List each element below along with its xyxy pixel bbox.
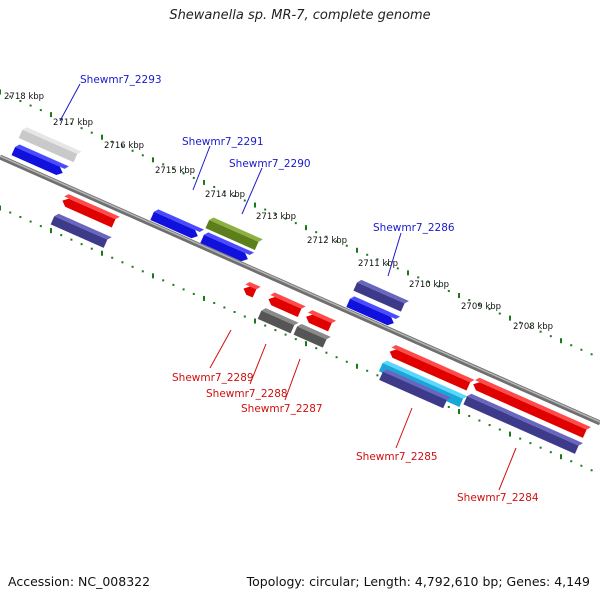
gene-top-face [15, 144, 69, 169]
gene-body [205, 219, 259, 251]
genome-summary-text: Topology: circular; Length: 4,792,610 bp… [246, 574, 590, 589]
gene-body [306, 314, 332, 332]
gene-feature-grey [293, 323, 331, 348]
genome-axis [0, 154, 600, 426]
gene-top-face [382, 360, 468, 399]
gene-top-face [307, 310, 337, 324]
gene-top-face [349, 296, 401, 320]
leader-line [395, 407, 413, 449]
gene-top-face [54, 213, 112, 240]
gene-top-face [382, 369, 452, 401]
gene-feature-red [473, 377, 591, 438]
leader-line [498, 447, 517, 491]
gene-feature-navy [353, 279, 409, 312]
gene-top-face [270, 292, 306, 309]
label-leader-lines [59, 83, 517, 491]
gene-feature-red [306, 310, 337, 332]
gene-label-shewmr7-2287: Shewmr7_2287 [241, 403, 323, 415]
gene-top-face [261, 308, 299, 326]
gene-body [346, 298, 394, 326]
gene-feature-blue [200, 232, 255, 262]
gene-body [200, 234, 248, 262]
kbp-label: 2715 kbp [155, 166, 195, 176]
kbp-label: 2716 kbp [104, 141, 144, 151]
gene-feature-red [389, 345, 475, 391]
kbp-label: 2711 kbp [358, 259, 398, 269]
kbp-label: 2714 kbp [205, 190, 245, 200]
gene-body [353, 282, 405, 312]
gene-body [473, 382, 587, 438]
gene-feature-blue [11, 144, 69, 176]
gene-feature-red [62, 194, 120, 228]
tick-marks [0, 89, 593, 472]
gene-feature-grey [257, 308, 299, 334]
gene-body [18, 129, 78, 163]
leader-line [59, 83, 81, 122]
gene-top-face [203, 232, 255, 256]
gene-feature-red [243, 282, 261, 298]
gene-label-shewmr7-2290: Shewmr7_2290 [229, 158, 311, 170]
kbp-label: 2709 kbp [461, 302, 501, 312]
gene-features [11, 127, 591, 454]
leader-line [249, 343, 267, 385]
gene-body [243, 286, 257, 298]
gene-body [379, 371, 447, 409]
gene-feature-navy [463, 393, 583, 454]
gene-top-face [297, 323, 331, 340]
gene-label-shewmr7-2284: Shewmr7_2284 [457, 492, 539, 504]
gene-feature-navy [50, 213, 112, 248]
gene-body [150, 211, 198, 239]
gene-top-face [22, 127, 82, 155]
gene-top-face [475, 377, 591, 430]
gene-top-face [153, 209, 205, 233]
gene-feature-navy [379, 369, 452, 409]
kbp-label: 2718 kbp [4, 92, 44, 102]
kbp-scale-labels: 2718 kbp 2717 kbp 2716 kbp 2715 kbp 2714… [4, 92, 553, 332]
gene-top-face [357, 279, 409, 304]
gene-label-shewmr7-2285: Shewmr7_2285 [356, 451, 438, 463]
gene-feature-blue [346, 296, 401, 326]
gene-top-face [467, 393, 583, 446]
gene-feature-blue [150, 209, 205, 239]
gene-feature-red [268, 292, 306, 318]
gene-body [268, 297, 302, 318]
gene-label-shewmr7-2288: Shewmr7_2288 [206, 388, 288, 400]
leader-line [241, 167, 263, 215]
gene-body [293, 326, 327, 348]
leader-line [192, 145, 211, 191]
gene-label-shewmr7-2293: Shewmr7_2293 [80, 74, 162, 86]
accession-text: Accession: NC_008322 [8, 574, 151, 589]
gene-feature-olive [205, 217, 263, 251]
figure-title: Shewanella sp. MR-7, complete genome [169, 8, 431, 23]
gene-top-face [245, 282, 261, 290]
leader-line [284, 358, 301, 401]
gene-label-shewmr7-2289: Shewmr7_2289 [172, 372, 254, 384]
kbp-label: 2710 kbp [409, 280, 449, 290]
kbp-label: 2708 kbp [513, 322, 553, 332]
gene-body [62, 198, 116, 228]
gene-body [257, 310, 295, 334]
gene-top-face [64, 194, 120, 220]
gene-body [11, 146, 63, 176]
kbp-label: 2713 kbp [256, 212, 296, 222]
leader-line [209, 329, 232, 369]
gene-label-shewmr7-2286: Shewmr7_2286 [373, 222, 455, 234]
genome-axis-highlight [0, 155, 600, 423]
gene-top-face [391, 345, 475, 383]
gene-body [389, 349, 471, 391]
gene-feature-grey-light [18, 127, 82, 163]
gene-top-face [209, 217, 263, 242]
gene-body [463, 396, 579, 454]
gene-body [50, 216, 108, 248]
kbp-label: 2717 kbp [53, 118, 93, 128]
leader-line [387, 232, 402, 277]
gene-labels: Shewmr7_2293 Shewmr7_2291 Shewmr7_2290 S… [80, 74, 539, 504]
kbp-label: 2712 kbp [307, 236, 347, 246]
gene-label-shewmr7-2291: Shewmr7_2291 [182, 136, 264, 148]
